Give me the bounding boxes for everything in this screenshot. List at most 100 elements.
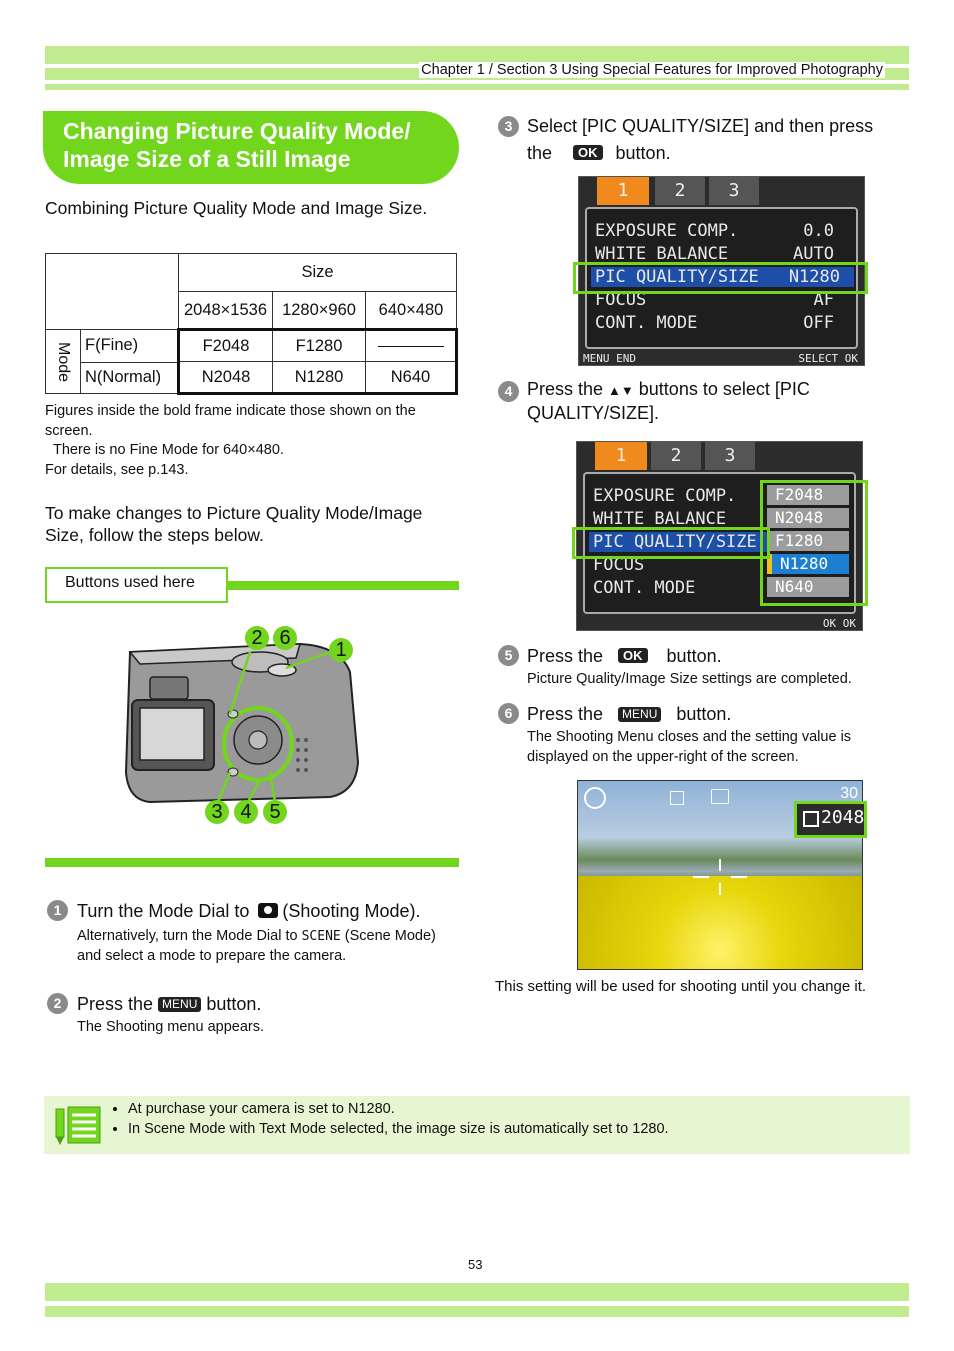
- menu-button-icon: MENU: [618, 707, 662, 722]
- memo-item: At purchase your camera is set to N1280.: [128, 1100, 669, 1120]
- menu-row-selected: PIC QUALITY/SIZE: [589, 532, 767, 552]
- callout-1: 1: [329, 638, 353, 662]
- buttons-used-label: Buttons used here: [65, 574, 195, 591]
- step-1-title: Turn the Mode Dial to (Shooting Mode).: [77, 901, 421, 921]
- table-cell: F2048: [177, 328, 273, 362]
- step-6-desc: The Shooting Menu closes and the setting…: [527, 729, 852, 765]
- step-number: 5: [498, 645, 519, 666]
- lcd-screen: [139, 707, 205, 761]
- scene-icon: SCENE: [301, 929, 341, 944]
- option-item: N640: [767, 577, 849, 597]
- step-1-desc: Alternatively, turn the Mode Dial to SCE…: [77, 928, 436, 964]
- tab-1: 1: [595, 442, 647, 470]
- closing-text: This setting will be used for shooting u…: [495, 978, 867, 995]
- menu-row: WHITE BALANCE: [593, 509, 727, 529]
- flash-auto-icon: [584, 787, 606, 809]
- selection-highlight: [572, 527, 770, 559]
- step-2-desc: The Shooting menu appears.: [77, 1019, 265, 1035]
- option-item: F2048: [767, 485, 849, 505]
- table-cell-na: [365, 328, 458, 362]
- fine-quality-icon: [803, 811, 819, 827]
- dpad-highlight: [222, 706, 294, 782]
- instruction-text: To make changes to Picture Quality Mode/…: [45, 503, 423, 545]
- section-title: Changing Picture Quality Mode/Image Size…: [43, 111, 459, 184]
- table-cell: N640: [365, 361, 458, 395]
- table-col-header: 640×480: [365, 291, 457, 330]
- camera-illustration: [124, 642, 360, 804]
- memo-list: At purchase your camera is set to N1280.…: [110, 1100, 669, 1139]
- focus-frame: [693, 859, 747, 895]
- memo-box: At purchase your camera is set to N1280.…: [44, 1096, 910, 1154]
- size-highlight: 2048: [794, 801, 867, 838]
- step-5-desc: Picture Quality/Image Size settings are …: [527, 671, 852, 687]
- table-cell: N2048: [177, 361, 273, 395]
- table-col-header: 2048×1536: [178, 291, 273, 330]
- table-mode-cell: Mode F(Fine) N(Normal): [45, 329, 179, 394]
- tab-2: 2: [651, 442, 701, 470]
- note-line-2: There is no Fine Mode for 640×480.: [53, 442, 284, 458]
- shots-remaining: 30: [840, 785, 858, 802]
- step-2-title: Press the MENU button.: [77, 994, 262, 1014]
- menu-button-icon: MENU: [158, 997, 202, 1012]
- option-item-selected: N1280: [767, 554, 849, 574]
- up-down-arrows-icon: ▲▼: [608, 383, 634, 398]
- buttons-used-label-box: Buttons used here: [45, 567, 228, 603]
- options-highlight: [760, 480, 868, 606]
- tab-2: 2: [655, 177, 705, 205]
- step-number: 4: [498, 381, 519, 402]
- table-cell: N1280: [272, 361, 366, 395]
- size-indicator: 2048: [821, 807, 865, 828]
- camera-icon: [258, 903, 279, 918]
- viewfinder-icon: [149, 676, 189, 700]
- table-col-header: 1280×960: [272, 291, 366, 330]
- screen1-footer-right: SELECT OK: [798, 352, 858, 365]
- step-3-title: Select [PIC QUALITY/SIZE] and then press…: [527, 116, 874, 163]
- menu-row: EXPOSURE COMP.: [593, 486, 737, 506]
- step-number: 3: [498, 116, 519, 137]
- option-list: F2048 N2048 F1280 N1280 N640: [767, 485, 849, 597]
- option-item: N2048: [767, 508, 849, 528]
- memo-icon: [55, 1106, 101, 1145]
- tab-1: 1: [597, 177, 649, 205]
- ok-button-icon: OK: [573, 145, 603, 160]
- title-line-2: Image Size of a Still Image: [63, 146, 351, 172]
- mode-label: Mode: [55, 342, 72, 383]
- screen2-footer-right: OK OK: [822, 617, 856, 630]
- note-line-1: Figures inside the bold frame indicate t…: [45, 403, 416, 439]
- step-number: 1: [47, 900, 68, 921]
- header-band-top: [45, 46, 909, 64]
- footer-band-bottom: [45, 1306, 909, 1317]
- camera-mode-icon: [711, 789, 729, 804]
- title-line-1: Changing Picture Quality Mode/: [63, 118, 411, 144]
- intro-text: Combining Picture Quality Mode and Image…: [45, 198, 428, 218]
- memo-item: In Scene Mode with Text Mode selected, t…: [128, 1120, 669, 1140]
- table-empty-corner: [45, 253, 179, 330]
- ok-button-icon: OK: [618, 648, 648, 663]
- step-4-title: Press the ▲▼ buttons to select [PIC QUAL…: [527, 379, 810, 423]
- row-label-normal: N(Normal): [85, 368, 162, 386]
- buttons-used-rule: [228, 581, 459, 590]
- tab-3: 3: [705, 442, 755, 470]
- tab-3: 3: [709, 177, 759, 205]
- table-size-header: Size: [178, 253, 457, 292]
- menu-row: EXPOSURE COMP.0.0: [595, 221, 834, 241]
- step-5-title: Press the OK button.: [527, 646, 722, 666]
- row-label-fine: F(Fine): [85, 336, 139, 354]
- internal-memory-icon: [670, 791, 684, 805]
- menu-screen-2: 1 2 3 EXPOSURE COMP. WHITE BALANCE PIC Q…: [576, 441, 863, 631]
- menu-row: CONT. MODE: [593, 578, 696, 598]
- table-cell: F1280: [272, 328, 366, 362]
- screen1-footer-left: MENU END: [583, 352, 636, 365]
- option-item: F1280: [767, 531, 849, 551]
- note-line-3: For details, see p.143.: [45, 461, 189, 478]
- chapter-header: Chapter 1 / Section 3 Using Special Feat…: [419, 62, 885, 78]
- table-notes: Figures inside the bold frame indicate t…: [45, 402, 460, 480]
- step-6-title: Press the MENU button.: [527, 704, 732, 724]
